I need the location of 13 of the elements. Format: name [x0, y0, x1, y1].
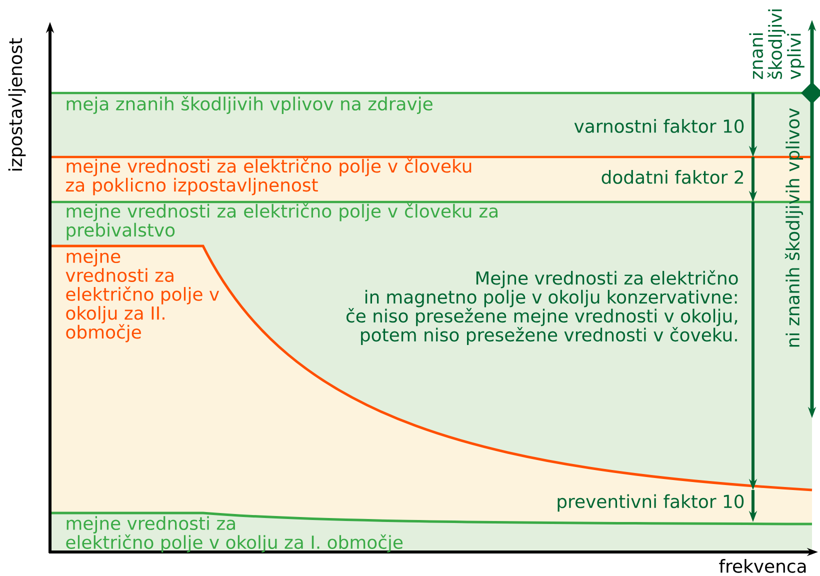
limit-label: mejne vrednosti za električno polje v okolju za I. območje [66, 516, 403, 552]
factor-label: preventivni faktor 10 [558, 494, 744, 512]
limit-label: mejne vrednosti za električno polje v človeku za prebivalstvo [66, 203, 498, 240]
axis-label: izpostavljenost [8, 38, 26, 171]
region-label: znani škodljivi vplivi [749, 9, 804, 80]
factor-label: varnostni faktor 10 [574, 119, 744, 133]
factor-label: dodatni faktor 2 [602, 170, 743, 184]
axis-label: frekvenca [719, 559, 806, 573]
region-label: ni znanih škodljivih vplivov [784, 108, 804, 347]
limit-label: mejne vrednosti za električno polje v človeku za poklicno izpostavljnenost [66, 158, 472, 196]
limit-label: meja znanih škodljivih vplivov na zdravje [66, 96, 432, 114]
note-text: Mejne vrednosti za električno in magnetno polje v okolju konzervativne: če niso presežene mejne vrednosti v okolju, potem niso presežene vrednosti v čoveku. [346, 270, 738, 346]
limit-label: mejne vrednosti za električno polje v okolju za II. območje [66, 249, 220, 342]
